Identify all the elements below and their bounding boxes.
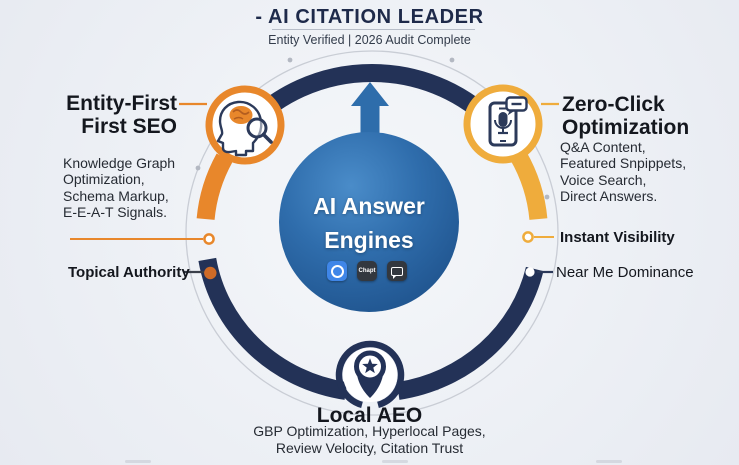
ai-engine-badge-1: [327, 261, 347, 281]
bottom-section-heading: Local AEO: [316, 404, 423, 427]
arc-left-orange: [196, 153, 233, 221]
topical-authority-dot: [204, 266, 217, 280]
ai-engine-badge-3: [387, 261, 407, 281]
right-section-body: Q&A Content, Featured Snpippets, Voice S…: [560, 139, 687, 205]
instant-visibility-marker: [522, 231, 534, 243]
title-divider: [272, 29, 475, 30]
arc-lower-right-navy: [396, 266, 544, 400]
left-section-body: Knowledge Graph Optimization, Schema Mar…: [63, 155, 176, 221]
bottom-edge-artifact: [382, 460, 408, 463]
center-sphere-title: AI Answer Engines: [313, 193, 425, 253]
map-pin-star-icon: [335, 340, 405, 409]
right-section-heading: Zero-Click Optimization: [562, 93, 690, 139]
bottom-edge-artifact: [125, 460, 151, 463]
arc-lower-left-navy: [198, 257, 348, 400]
bottom-section-body: GBP Optimization, Hyperlocal Pages, Revi…: [253, 423, 486, 456]
left-section-heading: Entity-First First SEO: [66, 92, 177, 138]
topical-authority-label: Topical Authority: [68, 264, 190, 281]
ring-arcs: [196, 64, 548, 400]
near-me-dot: [525, 267, 535, 277]
ring-logo-icon: [330, 264, 344, 278]
connectors: [70, 102, 559, 280]
head-brain-search-icon: [205, 85, 285, 165]
arc-top-navy: [240, 64, 504, 134]
instant-visibility-label: Instant Visibility: [560, 229, 675, 246]
page-subtitle: Entity Verified | 2026 Audit Complete: [268, 33, 471, 47]
center-sphere: [279, 132, 459, 312]
arc-right-gold: [510, 150, 548, 221]
left-open-circle-marker: [203, 233, 215, 245]
speech-bubble-logo-icon: [391, 266, 403, 279]
ai-engine-badge-2: Chapt: [357, 261, 377, 281]
page-title: - AI CITATION LEADER: [255, 6, 484, 28]
phone-voice-bubble-icon: [463, 84, 543, 164]
near-me-dominance-label: Near Me Dominance: [556, 264, 694, 281]
bottom-edge-artifact: [596, 460, 622, 463]
